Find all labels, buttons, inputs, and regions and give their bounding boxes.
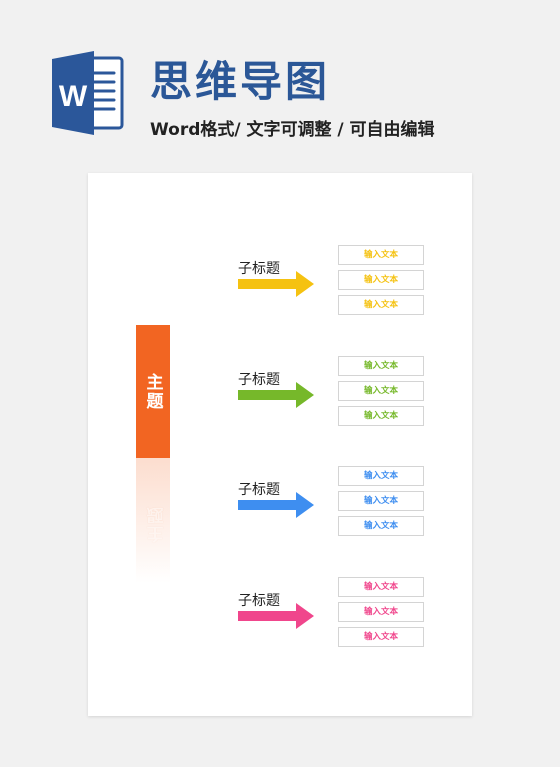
text-input-box[interactable]: 输入文本 (338, 406, 424, 426)
text-input-box[interactable]: 输入文本 (338, 491, 424, 511)
text-input-box[interactable]: 输入文本 (338, 381, 424, 401)
right-arrow-icon (238, 603, 314, 629)
text-input-box[interactable]: 输入文本 (338, 295, 424, 315)
branch-2: 子标题输入文本输入文本输入文本 (88, 356, 472, 436)
main-topic-box: 主题 (136, 325, 170, 458)
word-logo-icon: W (52, 51, 124, 135)
text-input-box[interactable]: 输入文本 (338, 627, 424, 647)
right-arrow-icon (238, 382, 314, 408)
branch-3: 子标题输入文本输入文本输入文本 (88, 466, 472, 546)
text-input-box[interactable]: 输入文本 (338, 356, 424, 376)
subtitle-label: 子标题 (238, 482, 280, 498)
text-input-box[interactable]: 输入文本 (338, 602, 424, 622)
logo-letter: W (59, 80, 88, 113)
page-title: 思维导图 (150, 57, 331, 106)
right-arrow-icon (238, 492, 314, 518)
text-input-box[interactable]: 输入文本 (338, 245, 424, 265)
right-arrow-icon (238, 271, 314, 297)
subtitle-label: 子标题 (238, 593, 280, 609)
text-input-box[interactable]: 输入文本 (338, 577, 424, 597)
document-page: 主题 主题 子标题输入文本输入文本输入文本子标题输入文本输入文本输入文本子标题输… (88, 173, 472, 716)
main-topic-reflection: 主题 (136, 458, 170, 583)
subtitle-label: 子标题 (238, 261, 280, 277)
branch-1: 子标题输入文本输入文本输入文本 (88, 245, 472, 325)
subtitle-label: 子标题 (238, 372, 280, 388)
text-input-box[interactable]: 输入文本 (338, 270, 424, 290)
text-input-box[interactable]: 输入文本 (338, 466, 424, 486)
main-topic-label: 主题 (142, 372, 163, 411)
text-input-box[interactable]: 输入文本 (338, 516, 424, 536)
branch-4: 子标题输入文本输入文本输入文本 (88, 577, 472, 657)
page-subtitle: Word格式/ 文字可调整 / 可自由编辑 (150, 120, 435, 140)
